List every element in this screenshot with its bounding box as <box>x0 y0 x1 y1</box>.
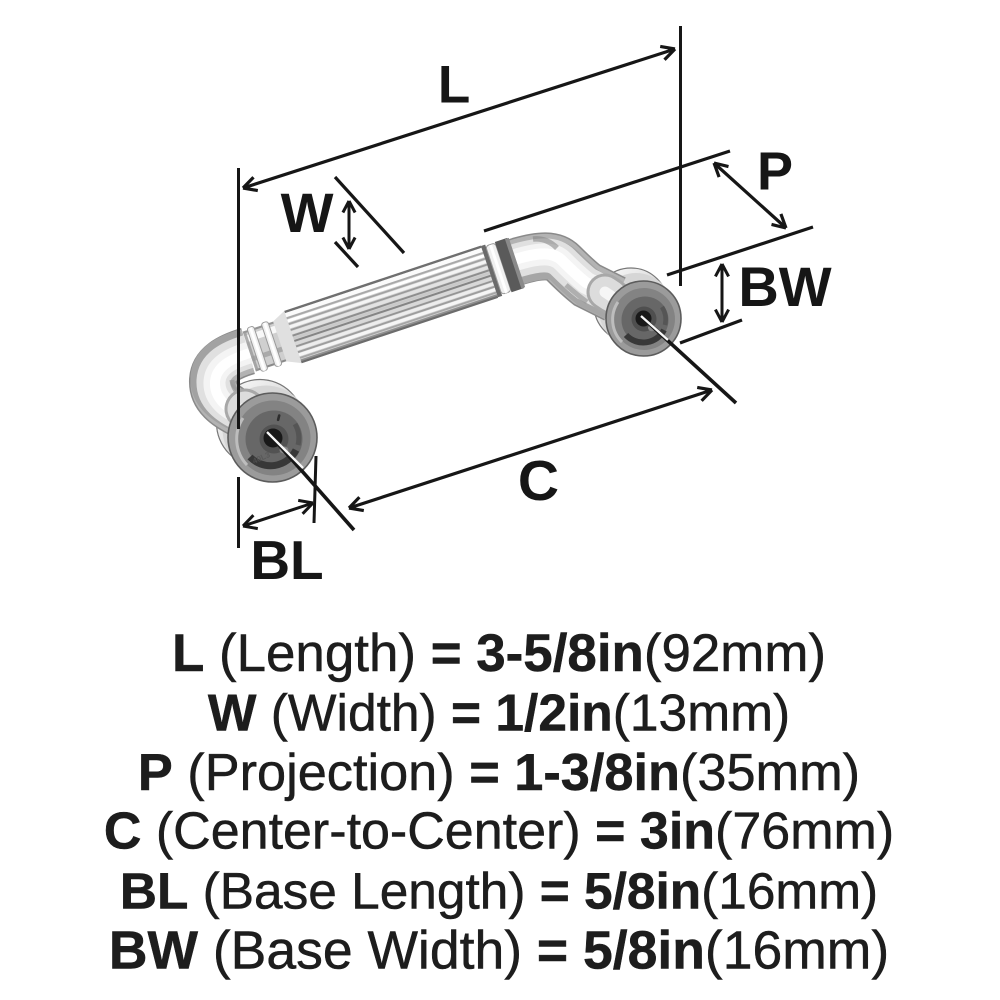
svg-text:W (Width) = 1/2in(13mm): W (Width) = 1/2in(13mm) <box>208 684 790 742</box>
svg-text:L (Length) = 3-5/8in(92mm): L (Length) = 3-5/8in(92mm) <box>172 624 826 683</box>
svg-text:BW (Base Width) = 5/8in(16mm): BW (Base Width) = 5/8in(16mm) <box>109 921 889 980</box>
svg-text:BW: BW <box>738 255 831 318</box>
svg-text:P (Projection) = 1-3/8in(35mm): P (Projection) = 1-3/8in(35mm) <box>138 744 860 802</box>
svg-text:BL (Base Length) = 5/8in(16mm): BL (Base Length) = 5/8in(16mm) <box>120 862 878 920</box>
svg-text:W: W <box>281 181 334 244</box>
svg-text:BL: BL <box>250 529 323 591</box>
svg-text:P: P <box>757 142 793 202</box>
svg-text:C: C <box>518 449 559 513</box>
svg-text:C (Center-to-Center) = 3in(76m: C (Center-to-Center) = 3in(76mm) <box>104 803 894 861</box>
svg-text:L: L <box>438 56 470 115</box>
